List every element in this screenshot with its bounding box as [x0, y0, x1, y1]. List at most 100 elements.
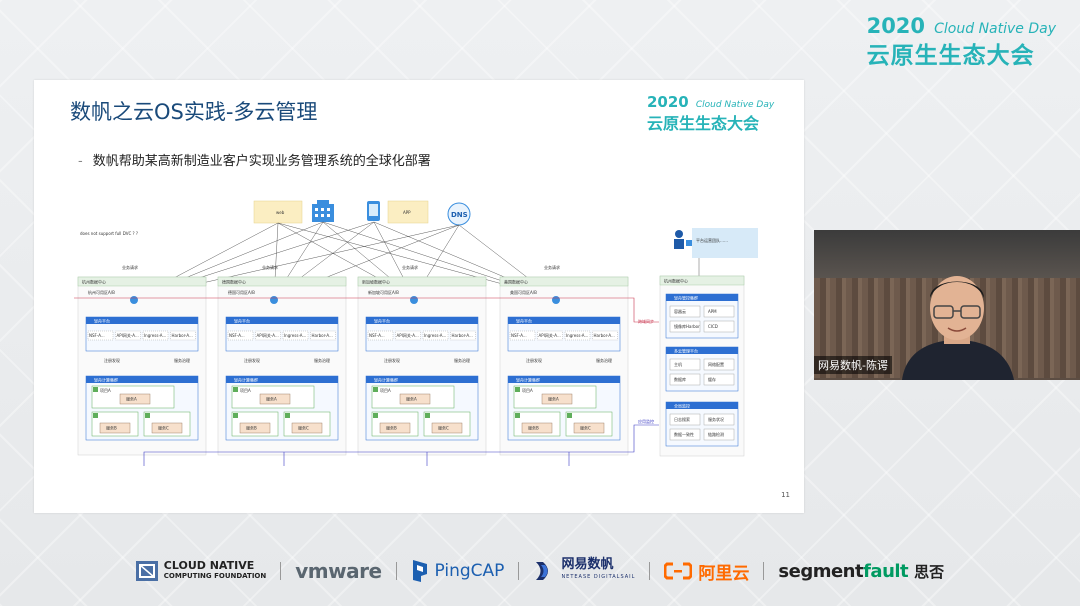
component-label: NSF-A...	[511, 333, 527, 338]
service-label: 服务C	[158, 425, 169, 431]
platform-header	[226, 317, 338, 324]
app-label: APP	[403, 210, 411, 215]
component-box	[537, 330, 563, 341]
region-title-bar	[77, 276, 207, 287]
sponsor-separator	[763, 562, 765, 580]
component-box	[310, 330, 336, 341]
service-box	[573, 422, 605, 434]
mgmt-item	[703, 413, 735, 426]
sponsor-separator	[649, 562, 651, 580]
event-title: 云原生生态大会	[866, 43, 1035, 69]
lock-icon	[233, 387, 238, 392]
sponsor-vmware: vmware	[281, 559, 395, 583]
sifou-logo: 思否	[914, 562, 945, 581]
component-label: API网关-A...	[397, 332, 419, 338]
mgmt-item	[669, 320, 701, 333]
service-label: 服务B	[246, 425, 257, 431]
sponsor-aliyun: 阿里云	[650, 559, 763, 584]
flow-register: 注册发现	[526, 357, 542, 363]
component-label: Ingress-A...	[144, 333, 166, 338]
component-label: API网关-A...	[117, 332, 139, 338]
operator-label: 平台运营团队……	[696, 237, 728, 243]
cluster-header	[366, 376, 478, 383]
platform-header	[86, 317, 198, 324]
platform-header	[508, 317, 620, 324]
slide-logo-subtitle: Cloud Native Day	[695, 100, 775, 110]
region-request-label: 业务请求	[262, 264, 278, 270]
component-box	[422, 330, 449, 341]
monitor-line	[143, 424, 659, 466]
service-box	[521, 422, 553, 434]
region-title: 美国数据中心	[504, 279, 528, 285]
phone-icon	[367, 201, 380, 221]
component-box	[227, 330, 254, 341]
region-zone: 美国可用区A/B	[510, 289, 537, 295]
flow-register: 注册发现	[384, 357, 400, 363]
mgmt-item	[669, 373, 701, 386]
mgmt-panel-title: 全局监控	[674, 403, 690, 409]
user-icon-body	[674, 239, 684, 249]
aliyun-logo: 阿里云	[698, 563, 750, 584]
mgmt-panel-header	[666, 347, 738, 354]
sponsor-bar: CLOUD NATIVE COMPUTING FOUNDATION vmware…	[0, 548, 1080, 594]
region-title-bar	[217, 276, 347, 287]
sponsor-pingcap: PingCAP	[397, 560, 519, 582]
region-title-bar	[357, 276, 487, 287]
user-icon	[675, 230, 683, 238]
sync-line	[74, 297, 659, 323]
mgmt-item	[703, 373, 735, 386]
lock-icon	[145, 413, 150, 418]
component-label: NSF-A...	[369, 333, 385, 338]
mgmt-panel-title: 轻舟管控集群	[674, 295, 698, 301]
mgmt-item-label: 日志搜索	[674, 416, 690, 422]
service-label: 服务A	[406, 396, 417, 402]
service-box	[541, 393, 573, 405]
mgmt-item	[703, 320, 735, 333]
project-label: 项目A	[522, 387, 533, 393]
app-node	[387, 200, 429, 224]
sponsor-cncf: CLOUD NATIVE COMPUTING FOUNDATION	[122, 560, 280, 581]
fault-text: fault	[863, 560, 909, 582]
flow-register: 注册发现	[244, 357, 260, 363]
flow-governance: 服务治理	[596, 357, 612, 363]
component-label: NSF-A...	[229, 333, 245, 338]
mgmt-item	[669, 305, 701, 318]
slide-title: 数帆之云OS实践-多云管理	[70, 100, 318, 124]
sponsor-separator	[518, 562, 520, 580]
service-box	[291, 422, 323, 434]
platform-label: 轻舟平台	[516, 318, 532, 324]
mgmt-item	[669, 413, 701, 426]
lock-icon	[425, 413, 430, 418]
service-box	[399, 393, 431, 405]
flow-register: 注册发现	[104, 357, 120, 363]
mgmt-item-label: CICD	[708, 324, 718, 329]
component-box	[115, 330, 141, 341]
service-label: 服务B	[106, 425, 117, 431]
mgmt-panel-header	[666, 294, 738, 301]
bullet-text: 数帆帮助某高新制造业客户实现业务管理系统的全球化部署	[92, 154, 431, 169]
component-box	[509, 330, 536, 341]
netease-cn: 网易数帆	[561, 557, 614, 572]
platform-label: 轻舟平台	[94, 318, 110, 324]
service-box	[99, 422, 131, 434]
presentation-slide: 数帆之云OS实践-多云管理 2020 Cloud Native Day 云原生生…	[34, 80, 804, 513]
lock-icon	[373, 413, 378, 418]
region-block: 业务请求杭州数据中心杭州可用区A/B轻舟平台NSF-A...API网关-A...…	[77, 264, 207, 456]
component-box	[395, 330, 421, 341]
netease-icon	[536, 562, 549, 580]
mgmt-item-label: 服务状况	[708, 416, 724, 422]
component-box	[142, 330, 169, 341]
component-box	[450, 330, 476, 341]
mgmt-item	[669, 358, 701, 371]
component-box	[170, 330, 196, 341]
flow-governance: 服务治理	[454, 357, 470, 363]
component-box	[367, 330, 394, 341]
component-box	[564, 330, 591, 341]
platform-label: 轻舟平台	[234, 318, 250, 324]
speaker-webcam: 网易数帆-陈谔	[814, 230, 1080, 380]
service-label: 服务A	[126, 396, 137, 402]
page-number: 11	[781, 491, 790, 499]
component-label: API网关-A...	[257, 332, 279, 338]
component-label: Harbor-A...	[312, 333, 333, 338]
